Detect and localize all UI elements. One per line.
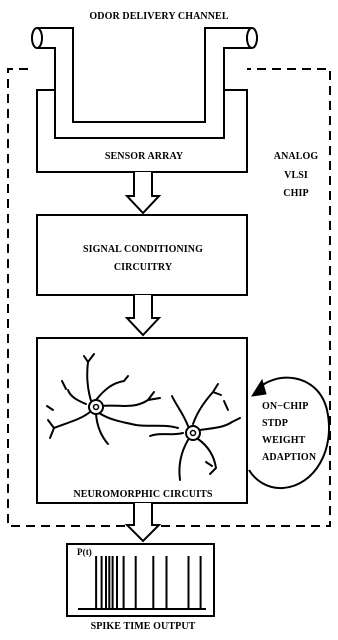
neuromorphic-label: NEUROMORPHIC CIRCUITS bbox=[73, 489, 213, 500]
neuron-1-nucleus bbox=[92, 403, 100, 411]
sensor-array-label: SENSOR ARRAY bbox=[104, 151, 184, 162]
stdp-label-line-1: ON−CHIP bbox=[262, 401, 309, 412]
channel-label: ODOR DELIVERY CHANNEL bbox=[89, 11, 229, 22]
signal-conditioning-line-2: CIRCUITRY bbox=[113, 262, 173, 273]
arrow-neuromorphic-to-output bbox=[124, 503, 162, 543]
chip-label-line-1: ANALOG bbox=[273, 151, 319, 162]
output-label: SPIKE TIME OUTPUT bbox=[90, 621, 196, 632]
plot-axis-label: P(t) bbox=[77, 547, 92, 557]
stdp-label-line-4: ADAPTION bbox=[262, 452, 317, 463]
stdp-label-line-3: WEIGHT bbox=[262, 435, 306, 446]
odor-delivery-channel bbox=[31, 27, 258, 139]
stdp-label-line-2: STDP bbox=[262, 418, 288, 429]
chip-label-line-2: VLSI bbox=[284, 170, 308, 181]
neuron-drawing bbox=[46, 353, 241, 481]
neuromorphic-box bbox=[36, 337, 248, 504]
neuron-1-soma bbox=[88, 399, 104, 415]
neuron-2-soma bbox=[185, 425, 201, 441]
spike-output-box bbox=[66, 543, 215, 617]
stdp-arrowhead bbox=[251, 378, 267, 397]
chip-boundary bbox=[7, 68, 331, 527]
arrow-sensor-to-conditioning bbox=[124, 172, 162, 215]
spike-train bbox=[95, 556, 202, 609]
chip-label-line-3: CHIP bbox=[283, 188, 309, 199]
stdp-feedback-loop bbox=[248, 376, 330, 490]
signal-conditioning-line-1: SIGNAL CONDITIONING bbox=[83, 244, 203, 255]
arrow-conditioning-to-neuromorphic bbox=[124, 295, 162, 337]
neuron-2-nucleus bbox=[189, 429, 197, 437]
signal-conditioning-box bbox=[36, 214, 248, 296]
